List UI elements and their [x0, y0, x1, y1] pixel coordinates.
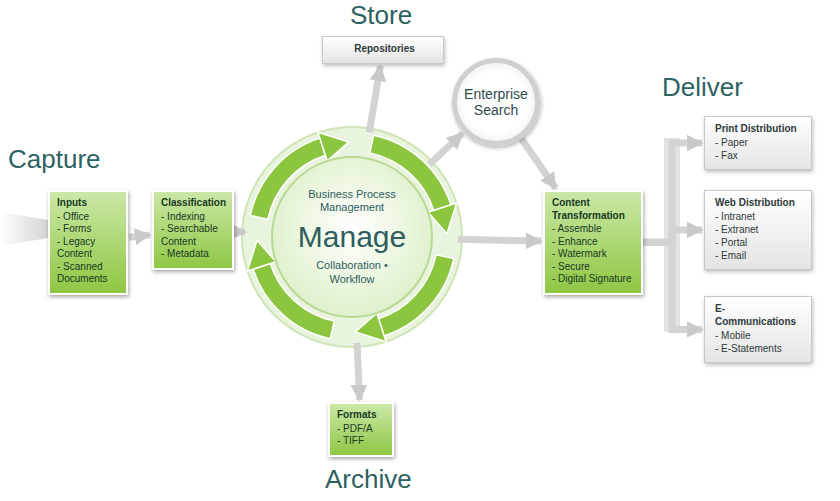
store-box: Repositories	[322, 36, 444, 64]
node-text: - Enhance	[552, 236, 635, 249]
manage-ring-base	[242, 127, 462, 347]
archive-box: Formats- PDF/A- TIFF	[328, 402, 394, 457]
section-heading: Archive	[325, 464, 412, 495]
node-text: - Searchable Content	[161, 223, 226, 248]
node-text: - TIFF	[337, 435, 386, 448]
node-text: - Email	[715, 249, 804, 262]
flow-arrow	[522, 139, 556, 188]
flow-arrow	[643, 242, 702, 329]
node-text: - Secure	[552, 261, 635, 274]
input-box: Inputs- Office- Forms- Legacy Content- S…	[48, 190, 128, 295]
search-circle: Enterprise Search	[452, 58, 540, 146]
node-text: - Metadata	[161, 248, 226, 261]
delivery-box: Web Distribution- Intranet- Extranet- Po…	[704, 190, 812, 270]
node-text: - Watermark	[552, 248, 635, 261]
node-text: - Scanned Documents	[57, 261, 120, 286]
feed-arrow	[0, 212, 48, 246]
node-text: - Legacy Content	[57, 236, 120, 261]
node-text: - Indexing	[161, 211, 226, 224]
manage-core	[272, 157, 432, 317]
node-text: - Forms	[57, 223, 120, 236]
delivery-box: Print Distribution- Paper- Fax	[704, 116, 812, 170]
node-text: - Intranet	[715, 210, 804, 223]
node-text: - Mobile	[715, 329, 804, 342]
node-text: Collaboration • Workflow	[293, 259, 411, 287]
transform-box: Content Transformation- Assemble- Enhanc…	[543, 190, 643, 295]
delivery-box: E-Communications- Mobile- E-Statements	[704, 296, 812, 363]
node-heading: Inputs	[57, 197, 120, 210]
node-text: - Paper	[715, 136, 804, 149]
node-text: - Office	[57, 211, 120, 224]
flow-arrow	[458, 239, 541, 241]
node-text: - Fax	[715, 149, 804, 162]
flow-arrow	[357, 343, 360, 400]
node-heading: Repositories	[333, 42, 436, 55]
node-heading: Formats	[337, 409, 386, 422]
section-heading: Capture	[8, 144, 101, 175]
flow-arrow	[643, 143, 702, 242]
node-heading: Enterprise Search	[463, 86, 529, 118]
manage-circle: Business Process ManagementManageCollabo…	[247, 132, 457, 342]
node-text: - Extranet	[715, 223, 804, 236]
node-heading: Print Distribution	[715, 122, 804, 135]
classification-box: Classification- Indexing- Searchable Con…	[152, 190, 234, 270]
node-text: Manage	[298, 219, 406, 255]
node-text: - Digital Signature	[552, 273, 635, 286]
flow-arrow	[369, 66, 380, 132]
flow-arrow	[429, 133, 462, 164]
node-heading: Classification	[161, 197, 226, 210]
node-heading: E-Communications	[715, 302, 804, 328]
section-heading: Store	[350, 0, 412, 31]
node-heading: Web Distribution	[715, 196, 804, 209]
node-text: - E-Statements	[715, 342, 804, 355]
node-heading: Content Transformation	[552, 197, 635, 222]
section-heading: Deliver	[662, 72, 743, 103]
node-text: - Portal	[715, 236, 804, 249]
cycle-arrows	[247, 132, 456, 341]
node-text: - Assemble	[552, 223, 635, 236]
flow-arrow	[235, 228, 245, 235]
flow-arrow	[129, 235, 150, 238]
node-text: - PDF/A	[337, 423, 386, 436]
node-heading: Business Process Management	[293, 188, 411, 216]
